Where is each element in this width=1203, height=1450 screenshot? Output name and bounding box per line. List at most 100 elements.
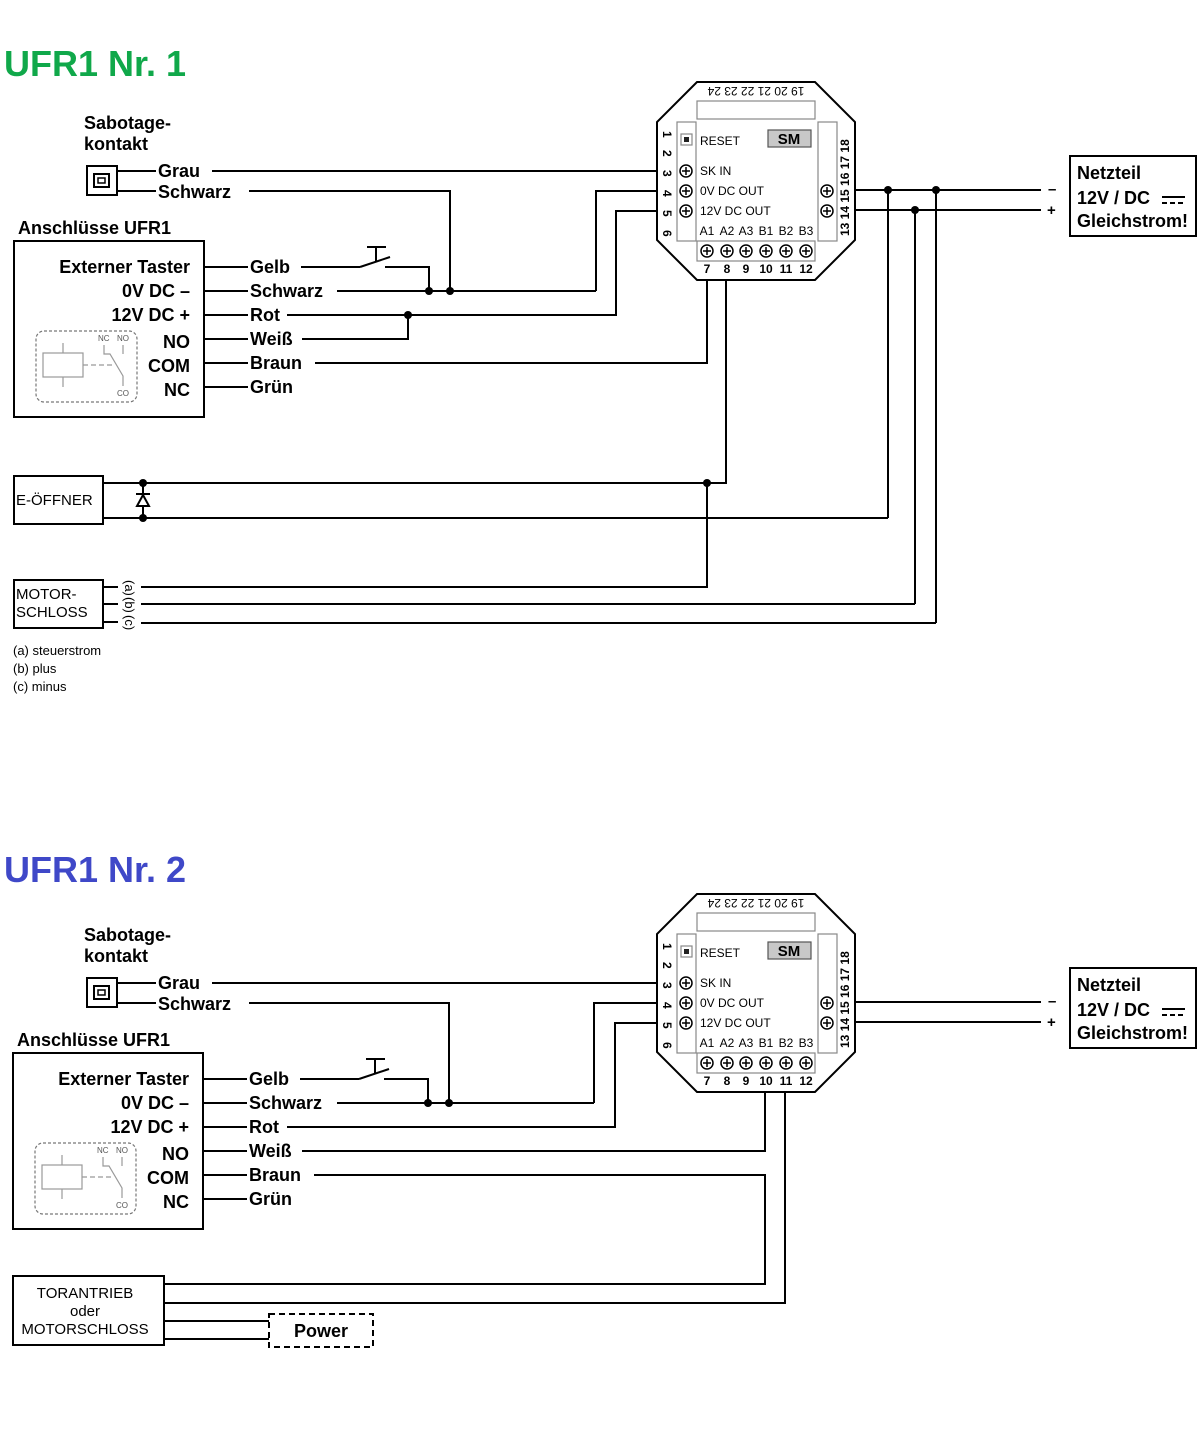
diode-icon (135, 479, 151, 522)
relay-no-label: NO (116, 1146, 128, 1155)
anschluesse-title: Anschlüsse UFR1 (17, 1030, 170, 1050)
svg-text:A1: A1 (700, 224, 715, 238)
bottom-terminal-numbers: 7 8 9 10 11 12 (704, 1074, 813, 1088)
wire-label-gelb: Gelb (250, 257, 290, 277)
terminal-label: 0V DC – (121, 1093, 189, 1113)
svg-text:11: 11 (780, 1074, 793, 1088)
terminal-label: COM (148, 356, 190, 376)
netzteil-voltage: 12V / DC (1077, 188, 1150, 208)
svg-text:7: 7 (704, 1074, 711, 1088)
right-terminal-numbers: 13 14 15 16 17 18 (838, 951, 852, 1048)
terminal-label: 12V DC + (110, 1117, 189, 1137)
svg-text:B1: B1 (759, 1036, 774, 1050)
terminal-label: NO (163, 332, 190, 352)
terminal-label: 12V DC + (111, 305, 190, 325)
terminal-label: NC (164, 380, 190, 400)
ufr1-module: 19 20 21 22 23 24 1 2 3 4 5 6 13 14 15 1… (656, 81, 856, 281)
terminal-label: 0V DC – (122, 281, 190, 301)
anschluesse-title: Anschlüsse UFR1 (18, 218, 171, 238)
top-terminal-numbers: 19 20 21 22 23 24 (707, 896, 804, 910)
dc-symbol-icon (1162, 1008, 1185, 1016)
bottom-terminal-numbers: 7 8 9 10 11 12 (704, 262, 813, 276)
minus-label: – (1048, 993, 1056, 1010)
wire-label-rot: Rot (250, 305, 280, 325)
netzteil-note: Gleichstrom! (1077, 1023, 1188, 1043)
relay-no-label: NO (117, 334, 129, 343)
reset-button[interactable] (680, 945, 693, 958)
torantrieb-label-2: oder (70, 1303, 100, 1320)
plus-label: + (1047, 202, 1056, 219)
svg-text:10: 10 (759, 262, 773, 276)
sm-indicator (767, 129, 812, 148)
svg-text:12: 12 (799, 262, 813, 276)
pin-b-label: (b) (122, 597, 137, 613)
torantrieb-label: TORANTRIEB (37, 1285, 133, 1302)
dc-symbol-icon (1162, 196, 1185, 204)
section-ufr1-nr1: UFR1 Nr. 1 Sabotage- kontakt Grau Schwar… (4, 43, 1197, 694)
push-button-icon (300, 1058, 429, 1103)
svg-text:2: 2 (660, 962, 674, 969)
sk-in-label: SK IN (700, 164, 731, 178)
section-ufr1-nr2: UFR1 Nr. 2 Sabotage- kontakt Grau Schwar… (4, 849, 1197, 1348)
wire-label-grau: Grau (158, 973, 200, 993)
screw-terminal-icon (679, 976, 834, 1030)
terminal-label: Externer Taster (59, 257, 190, 277)
e-oeffner-box (13, 475, 104, 525)
motorschloss-box (13, 579, 104, 629)
top-terminal-numbers: 19 20 21 22 23 24 (707, 84, 804, 98)
pin-c-label: (c) (122, 615, 137, 630)
relay-symbol-icon: NC NO CO (34, 1142, 137, 1215)
torantrieb-box (12, 1275, 165, 1346)
12v-dc-out-label: 12V DC OUT (700, 204, 771, 218)
reset-button[interactable] (680, 133, 693, 146)
svg-text:1: 1 (660, 131, 674, 138)
svg-text:1: 1 (660, 943, 674, 950)
terminal-label: NO (162, 1144, 189, 1164)
terminal-label: Externer Taster (58, 1069, 189, 1089)
svg-text:7: 7 (704, 262, 711, 276)
terminal-label: NC (163, 1192, 189, 1212)
svg-text:B3: B3 (799, 1036, 814, 1050)
wire-label-gruen: Grün (250, 377, 293, 397)
svg-text:B1: B1 (759, 224, 774, 238)
terminal-label: COM (147, 1168, 189, 1188)
legend-item: (b) plus (13, 661, 57, 676)
power-label: Power (294, 1321, 348, 1341)
relay-terminal-labels: A1 A2 A3 B1 B2 B3 (700, 1036, 814, 1050)
svg-text:A1: A1 (700, 1036, 715, 1050)
plus-label: + (1047, 1014, 1056, 1031)
screw-terminal-icon (700, 244, 813, 258)
svg-text:A2: A2 (720, 1036, 735, 1050)
netzteil-voltage: 12V / DC (1077, 1000, 1150, 1020)
wire-label-grau: Grau (158, 161, 200, 181)
legend-item: (a) steuerstrom (13, 643, 101, 658)
relay-nc-label: NC (98, 334, 110, 343)
anschluesse-box (12, 1052, 204, 1230)
wire-label-schwarz: Schwarz (158, 994, 231, 1014)
sabotage-label-2: kontakt (84, 134, 148, 154)
wire-label-weiss: Weiß (250, 329, 293, 349)
section-title: UFR1 Nr. 2 (4, 849, 186, 890)
relay-nc-label: NC (97, 1146, 109, 1155)
wire-label-braun: Braun (249, 1165, 301, 1185)
svg-text:6: 6 (660, 1042, 674, 1049)
sabotage-label-2: kontakt (84, 946, 148, 966)
motorschloss-label-2: SCHLOSS (16, 604, 88, 621)
wire-label-rot: Rot (249, 1117, 279, 1137)
svg-text:4: 4 (660, 190, 674, 197)
svg-text:3: 3 (660, 170, 674, 177)
relay-co-label: CO (117, 389, 129, 398)
legend-item: (c) minus (13, 679, 67, 694)
sabotage-contact-icon (86, 165, 118, 196)
power-box (268, 1313, 374, 1348)
svg-text:2: 2 (660, 150, 674, 157)
svg-text:4: 4 (660, 1002, 674, 1009)
screw-terminal-icon (679, 164, 834, 218)
svg-text:6: 6 (660, 230, 674, 237)
netzteil-note: Gleichstrom! (1077, 211, 1188, 231)
wire-label-weiss: Weiß (249, 1141, 292, 1161)
section-title: UFR1 Nr. 1 (4, 43, 186, 84)
sm-indicator (767, 941, 812, 960)
netzteil-title: Netzteil (1077, 975, 1141, 995)
